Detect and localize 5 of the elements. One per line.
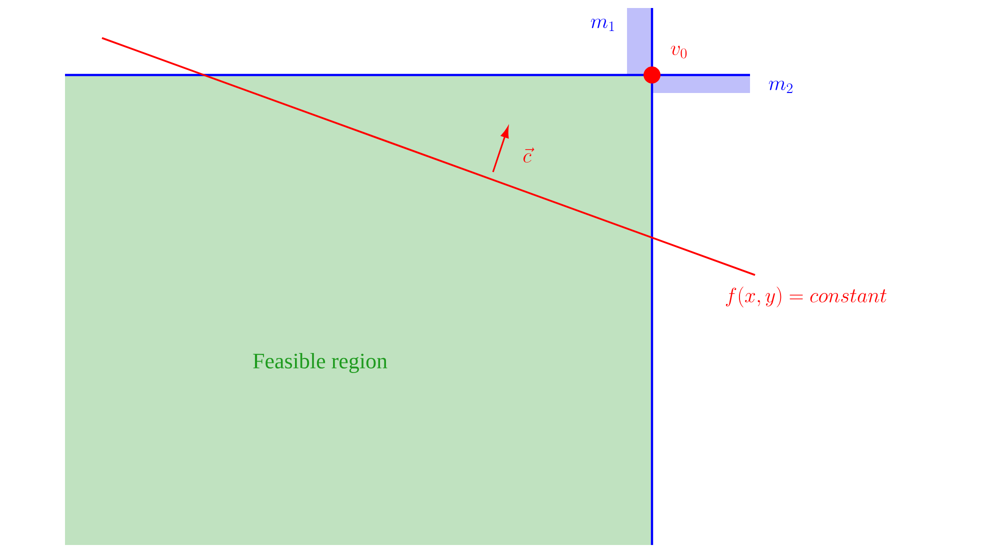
math-label: $v_0$ — [670, 46, 687, 58]
math-label: $\vec{c}$ — [523, 148, 534, 163]
math-label: $m_2$ — [768, 80, 792, 94]
math-label: $m_1$ — [590, 18, 614, 32]
math-label: $f(x,y) = constant$ — [726, 286, 886, 308]
